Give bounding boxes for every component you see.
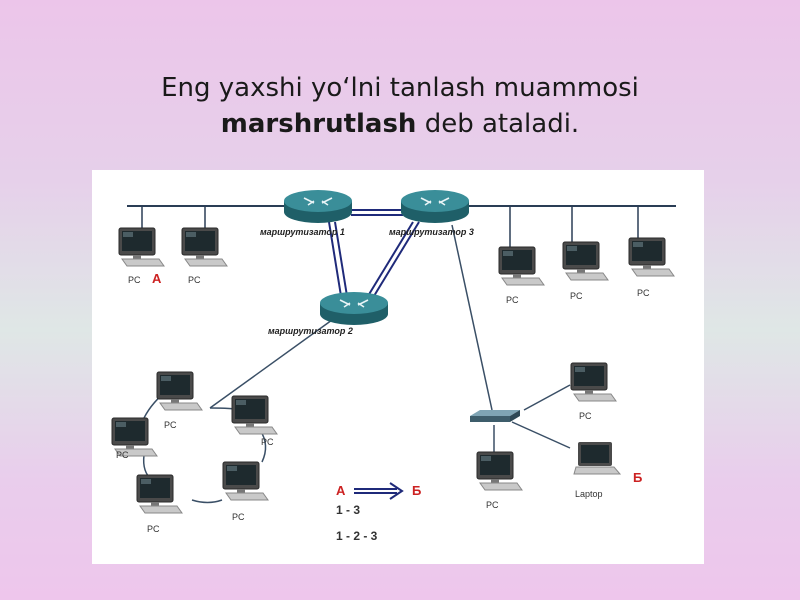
link-router3-router2 bbox=[367, 221, 420, 297]
link-switch-pc bbox=[523, 384, 571, 411]
router-3 bbox=[400, 189, 470, 224]
title-bold-term: marshrutlash bbox=[220, 109, 417, 139]
title-line-1: Eng yaxshi yo‘lni tanlash muammosi bbox=[161, 73, 639, 103]
pc-a bbox=[118, 227, 165, 267]
router-1-label: маршрутизатор 1 bbox=[260, 227, 345, 237]
pc bbox=[570, 362, 617, 402]
pc-label: PC bbox=[164, 420, 177, 430]
link-router2-ring bbox=[209, 319, 333, 409]
pc bbox=[156, 371, 203, 411]
pc-label: PC bbox=[486, 500, 499, 510]
router-1 bbox=[283, 189, 353, 224]
pc-label: PC bbox=[188, 275, 201, 285]
laptop-b bbox=[573, 441, 621, 475]
pc-label: PC bbox=[570, 291, 583, 301]
pc-label: PC bbox=[232, 512, 245, 522]
network-diagram: маршрутизатор 1 маршрутизатор 3 маршрути… bbox=[92, 170, 704, 564]
pc-label: PC bbox=[579, 411, 592, 421]
legend-arrow bbox=[354, 482, 404, 500]
pc bbox=[628, 237, 675, 277]
node-b-label: Б bbox=[633, 470, 642, 485]
router-2 bbox=[319, 291, 389, 326]
legend-path-1: 1 - 3 bbox=[336, 503, 360, 517]
legend-path-2: 1 - 2 - 3 bbox=[336, 529, 378, 543]
title-rest: deb ataladi. bbox=[416, 109, 580, 139]
router-2-label: маршрутизатор 2 bbox=[268, 326, 353, 336]
node-a-label: A bbox=[152, 271, 162, 286]
pc bbox=[181, 227, 228, 267]
pc-label: PC bbox=[637, 288, 650, 298]
link-router3-switch bbox=[451, 224, 493, 411]
pc bbox=[476, 451, 523, 491]
link-router1-router3 bbox=[351, 209, 403, 216]
legend-to: Б bbox=[412, 483, 421, 498]
router-3-label: маршрутизатор 3 bbox=[389, 227, 474, 237]
title-line-2: marshrutlash deb ataladi. bbox=[0, 106, 800, 142]
pc bbox=[498, 246, 545, 286]
link-router1-router2 bbox=[328, 221, 348, 297]
pc bbox=[562, 241, 609, 281]
laptop-label: Laptop bbox=[575, 489, 603, 499]
pc-label: PC bbox=[261, 437, 274, 447]
link-switch-laptop bbox=[511, 421, 571, 449]
switch bbox=[470, 410, 520, 422]
pc-label: PC bbox=[128, 275, 141, 285]
pc bbox=[231, 395, 278, 435]
pc bbox=[222, 461, 269, 501]
pc-label: PC bbox=[147, 524, 160, 534]
pc bbox=[136, 474, 183, 514]
pc-label: PC bbox=[506, 295, 519, 305]
slide-title: Eng yaxshi yo‘lni tanlash muammosi marsh… bbox=[0, 70, 800, 142]
legend-from: A bbox=[336, 483, 346, 498]
pc-label: PC bbox=[116, 450, 129, 460]
